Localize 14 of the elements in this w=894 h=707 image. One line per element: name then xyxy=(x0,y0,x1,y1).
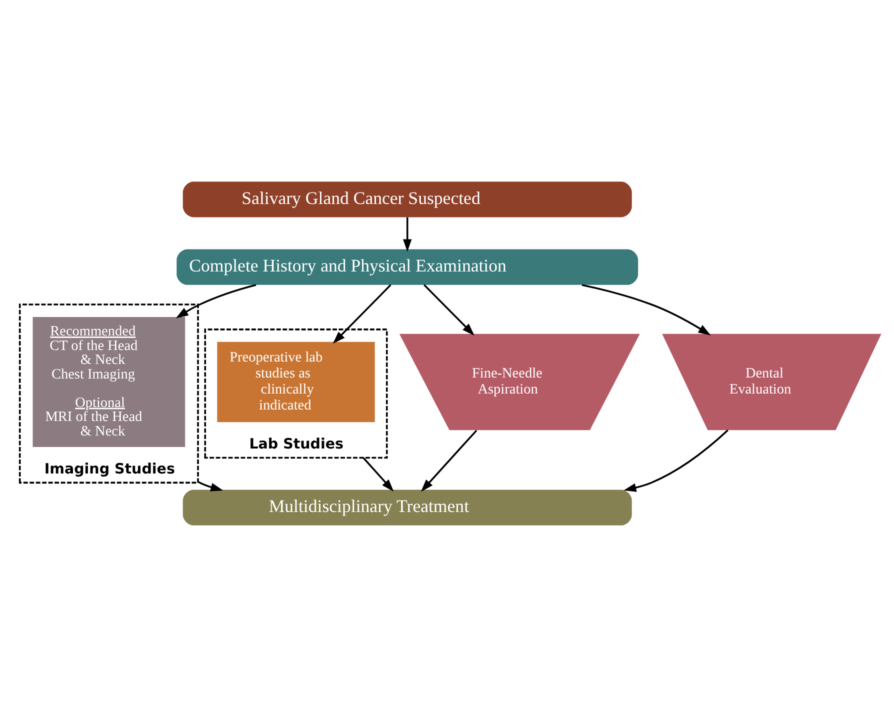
node-box: Preoperative lab studies as clinically indicated xyxy=(217,342,375,422)
arrow xyxy=(582,284,711,336)
node-box: Salivary Gland Cancer Suspected xyxy=(182,182,632,218)
arrow xyxy=(420,430,478,492)
arrow xyxy=(332,284,392,344)
arrow xyxy=(424,284,474,336)
arrow xyxy=(362,457,394,492)
arrow xyxy=(198,480,224,492)
arrow xyxy=(402,217,412,252)
node-box: Multidisciplinary Treatment xyxy=(182,490,632,526)
arrow xyxy=(624,430,728,492)
arrow xyxy=(176,284,256,318)
node-box: Complete History and Physical Examination xyxy=(176,249,638,285)
node-box: Recommended CT of the Head & Neck Chest Imaging Optional MRI of the Head & Neck xyxy=(32,316,186,448)
